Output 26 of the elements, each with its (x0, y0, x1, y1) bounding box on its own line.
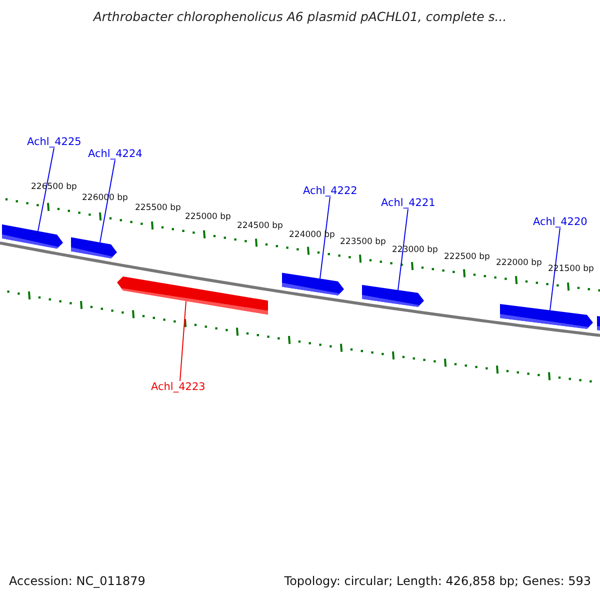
scale-label: 222000 bp (496, 258, 542, 268)
gene-feature (117, 276, 268, 315)
gene-feature (2, 224, 63, 249)
leader-line (550, 228, 560, 311)
leader-line (320, 196, 330, 280)
footer-text: Topology: circular; Length: 426,858 bp; Genes: 593 (284, 574, 591, 588)
leader-line (398, 208, 408, 291)
scale-label: 225500 bp (135, 203, 181, 213)
diagram-title: Arthrobacter chlorophenolicus A6 plasmid pACHL01, complete s... (92, 9, 508, 24)
footer-text: Accession: NC_011879 (9, 574, 146, 588)
gene-label: Achl_4221 (381, 197, 436, 209)
gene-label: Achl_4220 (533, 216, 588, 228)
gene-label: Achl_4222 (303, 185, 358, 197)
leader-line (180, 300, 186, 382)
gene-feature (71, 237, 117, 258)
gene-feature (500, 304, 593, 329)
leader-line (100, 160, 116, 243)
scale-label: 224500 bp (237, 221, 283, 231)
gene-label: Achl_4224 (88, 148, 142, 160)
gene-feature (362, 284, 424, 307)
gene-label: Achl_4223 (151, 381, 206, 393)
scale-label: 225000 bp (185, 212, 231, 222)
scale-label: 223500 bp (340, 237, 386, 247)
scale-label: 222500 bp (444, 252, 490, 262)
gene-feature (282, 272, 344, 296)
gene-label: Achl_4225 (27, 136, 82, 148)
